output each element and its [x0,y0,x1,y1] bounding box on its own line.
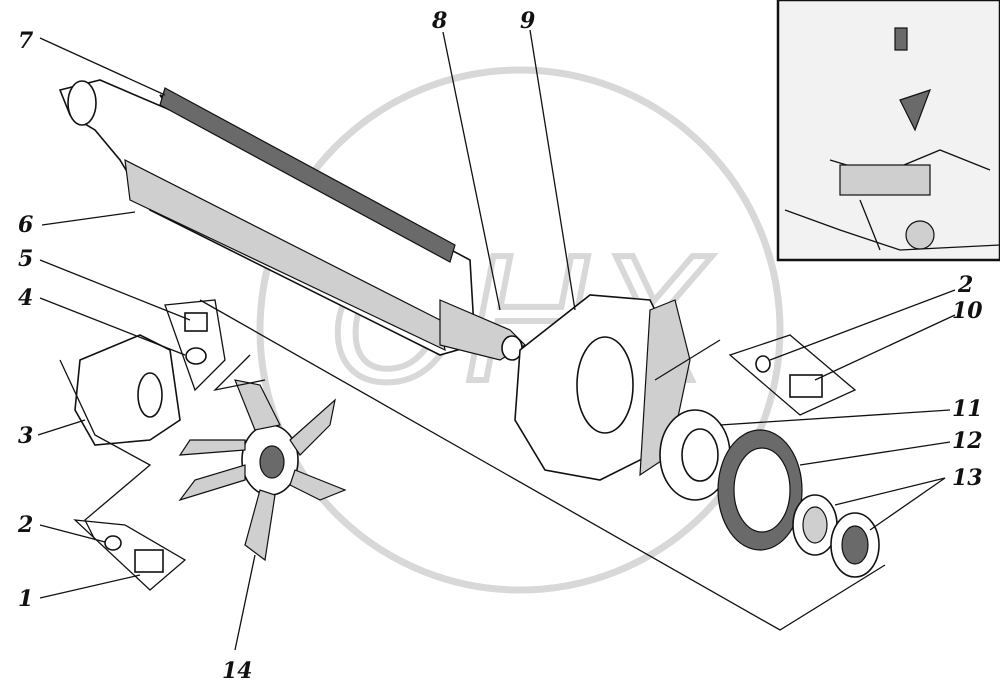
bolt-group-right [728,334,857,416]
flange-plate-hole [137,372,163,418]
roller-drum-shade [124,158,446,352]
callout-8: 8 [431,8,447,34]
bolt-group-right-outline [728,334,857,416]
callout-2-left: 2 [17,512,33,538]
callout-3: 3 [18,423,33,449]
bolt-group-left [73,519,187,591]
assembly-line [654,339,721,381]
callout-4: 4 [18,285,33,311]
fan-blade [178,464,246,502]
inset-mechanism [905,220,935,250]
watermark-gear [256,66,784,594]
housing-fins [639,299,691,477]
fan-blade [178,439,246,456]
inset-mechanism [894,27,908,51]
leader-1 [39,574,141,599]
bolt-10 [789,374,823,398]
leader-7 [39,37,166,96]
leader-2b [769,289,956,361]
fan-blade [289,398,336,456]
callout-14: 14 [222,658,253,684]
callout-9: 9 [520,8,535,34]
callout-11: 11 [952,396,983,422]
leader-13a [834,477,946,506]
seals [792,494,880,578]
leader-13b [869,477,946,531]
bolt-group-top-outline [164,299,226,392]
bolt-group-left-outline [73,519,187,591]
inset-sketch-line [784,209,1000,251]
roller-shaft-end [67,80,97,126]
assembly-line [59,359,152,541]
callout-13: 13 [952,465,983,491]
callout-6: 6 [18,212,33,238]
seal-2-inner [841,525,869,565]
seal-1-inner [802,506,828,544]
inset-frame [776,0,1000,262]
leader-6 [41,211,136,226]
fan-blade [234,379,281,431]
bolt-1 [134,549,164,573]
callout-12: 12 [952,428,983,454]
inset-photo [776,0,1000,262]
flange-plate-body [74,334,181,446]
leader-3 [37,419,86,436]
callout-7: 7 [18,28,34,54]
inset-sketch-line [859,199,881,251]
fan-hub-bore [259,445,285,479]
assembly-line [199,299,886,631]
gasket-inner [733,447,791,533]
leader-4 [39,297,186,356]
bolt-5 [184,312,208,332]
callout-2-right: 2 [957,272,973,298]
leader-14 [234,554,256,651]
leader-2a [39,524,106,543]
assembly-line [213,354,266,392]
flange-plate [74,334,181,446]
bearing [659,409,731,501]
fan-blade [244,489,276,562]
inset-arrow [899,89,932,132]
callout-1: 1 [18,586,33,612]
inset-mechanism [839,164,931,196]
fan-impeller [178,379,347,562]
washer-2-right [755,355,771,373]
leader-8 [442,31,501,311]
bolt-group-top [164,299,226,392]
gasket [717,429,803,551]
leader-5 [39,259,191,321]
leader-9 [529,29,576,311]
leader-11 [719,409,951,426]
leader-12 [799,441,951,466]
washer-2 [104,535,122,551]
callout-10: 10 [952,298,983,324]
housing-bore [576,336,634,434]
leader-10 [814,314,956,381]
fan-blade [289,469,347,501]
bearing-inner [681,428,719,482]
callout-5: 5 [18,246,33,272]
finned-housing [514,294,691,481]
nut-4 [185,347,207,365]
watermark: ОНХ [256,66,784,594]
roller-blade-strip [159,87,456,263]
roller-drum [58,79,526,361]
